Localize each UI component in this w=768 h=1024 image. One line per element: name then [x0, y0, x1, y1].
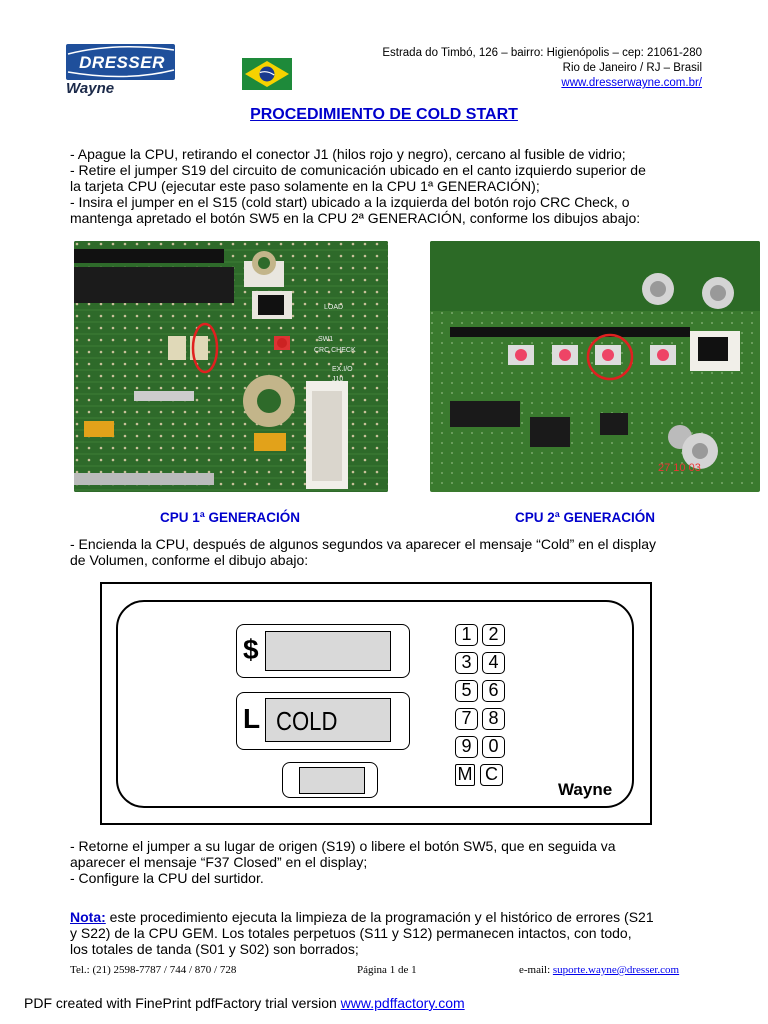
intro-line: - Apague la CPU, retirando el conector J…	[70, 146, 626, 162]
logo-swoosh-icon	[67, 46, 175, 78]
footer-page-number: Página 1 de 1	[357, 964, 417, 976]
key-m[interactable]: M	[455, 764, 475, 786]
note-line-1: Nota: este procedimiento ejecuta la limp…	[70, 909, 710, 925]
page-title: PROCEDIMIENTO DE COLD START	[250, 106, 518, 123]
note-line-3: los totales de tanda (S01 y S02) son bor…	[70, 941, 359, 957]
key-7[interactable]: 7	[455, 708, 478, 730]
volume-screen: COLD	[265, 698, 391, 742]
cpu-1st-gen-photo: LOAD SW1 CRC CHECK EX.I/O J10	[74, 241, 388, 492]
brazil-flag-icon	[242, 58, 292, 90]
step2-line: de Volumen, conforme el dibujo abajo:	[70, 552, 309, 568]
pdf-factory-link[interactable]: www.pdffactory.com	[340, 995, 465, 1011]
step3-line: - Retorne el jumper a su lugar de origen…	[70, 838, 616, 854]
dresser-logo: DRESSER	[66, 44, 175, 80]
key-c[interactable]: C	[480, 764, 503, 786]
money-display: $	[236, 624, 410, 678]
panel-brand: Wayne	[558, 780, 613, 799]
footer-email-label: e-mail:	[519, 964, 553, 976]
step3-paragraph: - Retorne el jumper a su lugar de origen…	[70, 838, 710, 886]
key-5[interactable]: 5	[455, 680, 478, 702]
address-line-1: Estrada do Timbó, 126 – bairro: Higienóp…	[382, 47, 702, 59]
step2-line: - Encienda la CPU, después de algunos se…	[70, 536, 657, 552]
caption-cpu-2nd-gen: CPU 2ª GENERACIÓN	[515, 510, 656, 525]
intro-line: - Insira el jumper en el S15 (cold start…	[70, 194, 630, 210]
logo-subtitle: Wayne	[66, 80, 115, 97]
label-ex-io: EX.I/O	[332, 366, 353, 373]
key-9[interactable]: 9	[455, 736, 478, 758]
volume-value: COLD	[276, 706, 338, 736]
volume-display: L COLD	[236, 692, 410, 750]
logo-text: DRESSER	[79, 53, 165, 72]
display-panel-diagram: $ L COLD 1 2 3 4 5 6 7 8 9 0 M C Wayne	[100, 582, 652, 825]
money-screen	[265, 631, 391, 671]
intro-line: mantenga apretado el botón SW5 en la CPU…	[70, 210, 641, 226]
volume-symbol: L	[243, 703, 261, 734]
note-text-1: este procedimiento ejecuta la limpieza d…	[105, 909, 654, 925]
website-link[interactable]: www.dresserwayne.com.br/	[561, 77, 702, 89]
company-address: Estrada do Timbó, 126 – bairro: Higienóp…	[382, 46, 702, 91]
label-j10: J10	[332, 376, 343, 383]
step3-line: aparecer el mensaje “F37 Closed” en el d…	[70, 854, 368, 870]
key-2[interactable]: 2	[482, 624, 505, 646]
display-panel-body: $ L COLD 1 2 3 4 5 6 7 8 9 0 M C Wayne	[116, 600, 634, 808]
footer-email-link[interactable]: suporte.wayne@dresser.com	[552, 964, 680, 976]
note-line-2: y S22) de la CPU GEM. Los totales perpet…	[70, 925, 632, 941]
note-label: Nota:	[70, 909, 106, 925]
price-display	[282, 762, 378, 798]
cpu-2nd-gen-photo: 27 10 03	[430, 241, 760, 492]
label-crc-check: CRC CHECK	[314, 347, 356, 354]
money-symbol: $	[243, 634, 259, 665]
pcb-2nd-gen-illustration: 27 10 03	[430, 241, 760, 492]
price-screen	[299, 767, 365, 794]
intro-line: la tarjeta CPU (ejecutar este paso solam…	[70, 178, 540, 194]
key-0[interactable]: 0	[482, 736, 505, 758]
footer-email: e-mail: suporte.wayne@dresser.com	[519, 964, 679, 976]
caption-cpu-1st-gen: CPU 1ª GENERACIÓN	[160, 510, 301, 525]
pdf-note-text: PDF created with FinePrint pdfFactory tr…	[24, 995, 341, 1011]
footer-phone: Tel.: (21) 2598-7787 / 744 / 870 / 728	[70, 964, 237, 976]
step2-paragraph: - Encienda la CPU, después de algunos se…	[70, 536, 710, 568]
label-load: LOAD	[324, 304, 343, 311]
intro-line: - Retire el jumper S19 del circuito de c…	[70, 162, 646, 178]
key-1[interactable]: 1	[455, 624, 478, 646]
key-3[interactable]: 3	[455, 652, 478, 674]
key-6[interactable]: 6	[482, 680, 505, 702]
photo-date-stamp: 27 10 03	[658, 462, 701, 474]
pdf-factory-note: PDF created with FinePrint pdfFactory tr…	[24, 995, 465, 1011]
key-8[interactable]: 8	[482, 708, 505, 730]
key-4[interactable]: 4	[482, 652, 505, 674]
note-paragraph: Nota: este procedimiento ejecuta la limp…	[70, 909, 710, 957]
step3-line: - Configure la CPU del surtidor.	[70, 870, 264, 886]
intro-paragraph: - Apague la CPU, retirando el conector J…	[70, 146, 710, 226]
address-line-2: Rio de Janeiro / RJ – Brasil	[562, 62, 702, 74]
label-sw1: SW1	[318, 336, 333, 343]
pcb-1st-gen-illustration: LOAD SW1 CRC CHECK EX.I/O J10	[74, 241, 388, 492]
